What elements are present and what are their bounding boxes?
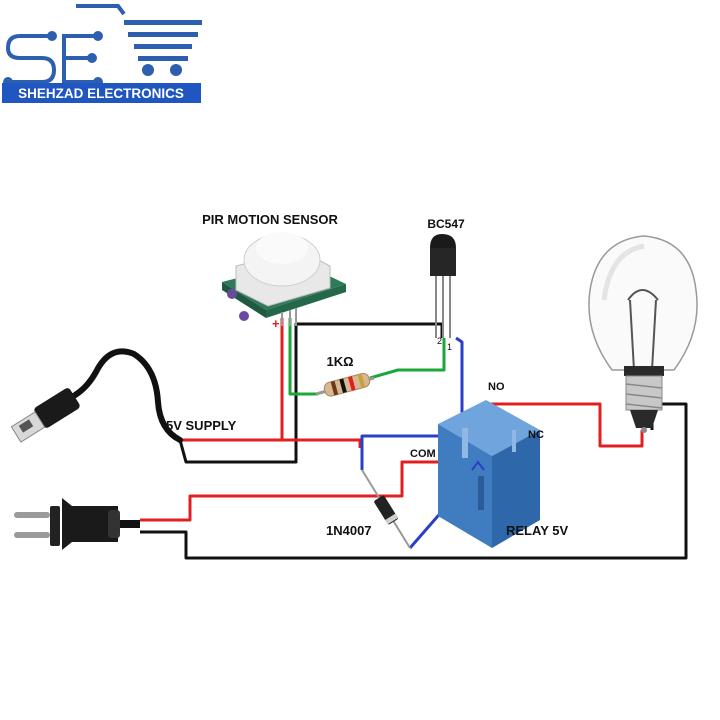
transistor-pin1-label: 1 bbox=[447, 342, 452, 352]
relay-no-label: NO bbox=[488, 381, 505, 393]
usb-plug-icon bbox=[10, 348, 183, 443]
red-wire-supply-coil bbox=[282, 438, 362, 448]
logo-company-name: SHEHZAD ELECTRONICS bbox=[18, 86, 184, 101]
relay-nc-label: NC bbox=[528, 429, 544, 441]
pir-sensor-icon bbox=[222, 232, 346, 326]
company-logo: SE SHEHZAD ELECTRONICS bbox=[2, 4, 202, 103]
resistor-label: 1KΩ bbox=[326, 354, 353, 369]
supply-label: 5V SUPPLY bbox=[166, 418, 237, 433]
pir-plus-label: + bbox=[272, 316, 280, 331]
relay-com-label: COM bbox=[410, 448, 436, 460]
relay-icon bbox=[438, 400, 540, 548]
diode-label: 1N4007 bbox=[326, 523, 372, 538]
relay-label: RELAY 5V bbox=[506, 523, 568, 538]
logo-letters bbox=[3, 31, 103, 87]
resistor-icon bbox=[315, 372, 375, 397]
green-wire-signal bbox=[288, 318, 446, 396]
diode-icon bbox=[361, 469, 411, 549]
transistor-pin2-label: 2 bbox=[437, 336, 442, 346]
red-wire-no bbox=[486, 402, 644, 448]
light-bulb-icon bbox=[588, 235, 698, 433]
shopping-cart-icon bbox=[76, 4, 202, 76]
red-wire-live bbox=[140, 460, 440, 522]
logo-banner bbox=[2, 83, 201, 103]
transistor-label: BC547 bbox=[427, 217, 465, 231]
pir-sensor-label: PIR MOTION SENSOR bbox=[202, 212, 338, 227]
transistor-icon bbox=[430, 234, 456, 338]
mains-plug-icon bbox=[14, 498, 140, 550]
